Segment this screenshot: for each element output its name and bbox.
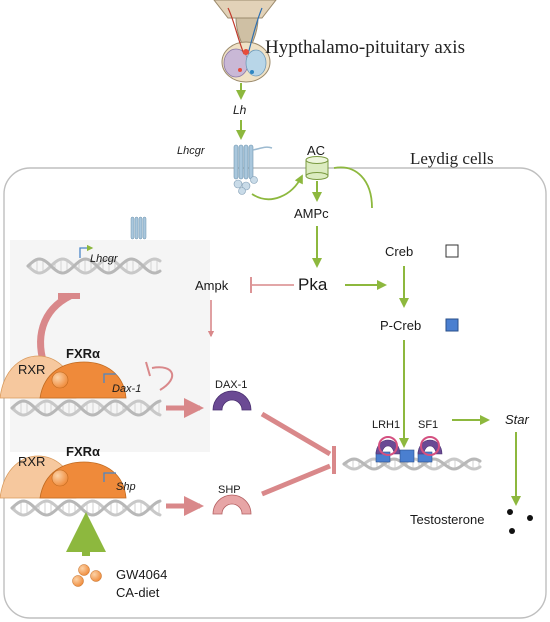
- lhcgr-channel-icon: [130, 216, 147, 240]
- fxr-bottom-ligand: [51, 469, 69, 487]
- pcreb-icon: [445, 318, 459, 332]
- testosterone-dot-1: [507, 509, 513, 515]
- dax1-protein-shape: [212, 390, 252, 411]
- ac-enzyme-icon: [305, 156, 329, 180]
- ac-label: AC: [307, 143, 325, 158]
- ampc-label: AMPc: [294, 206, 329, 221]
- dax1-gene-label: Dax-1: [112, 383, 141, 395]
- dna-dax1-gene: [10, 399, 162, 417]
- lhcgr-receptor-icon: [233, 144, 273, 195]
- dax1-protein-label: DAX-1: [215, 379, 247, 391]
- sf1-label: SF1: [418, 419, 438, 431]
- axis-label: Hypthalamo-pituitary axis: [265, 37, 465, 58]
- ligand-ball-2: [90, 570, 102, 582]
- testosterone-label: Testosterone: [410, 512, 484, 527]
- lrh1-label: LRH1: [372, 419, 400, 431]
- dna-strand: [10, 399, 162, 417]
- promoter-arrow-lhcgr: [79, 244, 94, 258]
- ligand-label-2: CA-diet: [116, 585, 160, 600]
- inhibition-bar-dax1: [145, 361, 151, 377]
- lhcgr-receptor-label: Lhcgr: [177, 145, 206, 157]
- dna-shp-gene: [10, 499, 162, 517]
- fxr-bottom-label: FXRα: [66, 444, 100, 459]
- shp-protein-shape: [212, 494, 252, 515]
- cell-label: Leydig cells: [410, 149, 494, 168]
- fxr-top-shape: [39, 361, 127, 399]
- testosterone-dot-2: [527, 515, 533, 521]
- fxr-top-ligand: [51, 371, 69, 389]
- inhibition-dax1-star: [260, 411, 332, 457]
- arrow-creb-loop-to-ac: [333, 166, 373, 209]
- ampk-label: Ampk: [195, 278, 229, 293]
- dna-lhcgr-gene: [26, 257, 162, 275]
- pituitary-gland-icon: [213, 0, 277, 83]
- lh-label: Lh: [233, 103, 247, 117]
- rxr-top-label: RXR: [18, 362, 45, 377]
- ligand-ball-1: [78, 564, 90, 576]
- promoter-arrow-shp: [103, 472, 116, 482]
- arrow-receptor-to-ac: [251, 174, 303, 201]
- dna-strand: [10, 399, 162, 417]
- ligand-label-1: GW4064: [116, 567, 167, 582]
- pka-label: Pka: [298, 275, 328, 294]
- creb-icon: [445, 244, 459, 258]
- fxr-top-label: FXRα: [66, 346, 100, 361]
- shp-gene-label: Shp: [116, 481, 136, 493]
- rxr-bottom-label: RXR: [18, 454, 45, 469]
- dna-strand: [26, 257, 162, 275]
- star-label: Star: [505, 412, 530, 427]
- inhibition-dax1-autofeedback: [151, 366, 174, 391]
- lhcgr-gene-label: Lhcgr: [90, 253, 119, 265]
- shp-protein-label: SHP: [218, 484, 241, 496]
- dna-strand: [10, 499, 162, 517]
- inhibition-shp-star: [261, 463, 331, 497]
- creb-label: Creb: [385, 244, 413, 259]
- lrh1-sf1-complex: [375, 436, 443, 463]
- testosterone-dot-3: [509, 528, 515, 534]
- dna-strand: [342, 457, 482, 471]
- ligand-ball-3: [72, 575, 84, 587]
- pcreb-label: P-Creb: [380, 318, 421, 333]
- promoter-arrow-dax1: [103, 373, 116, 383]
